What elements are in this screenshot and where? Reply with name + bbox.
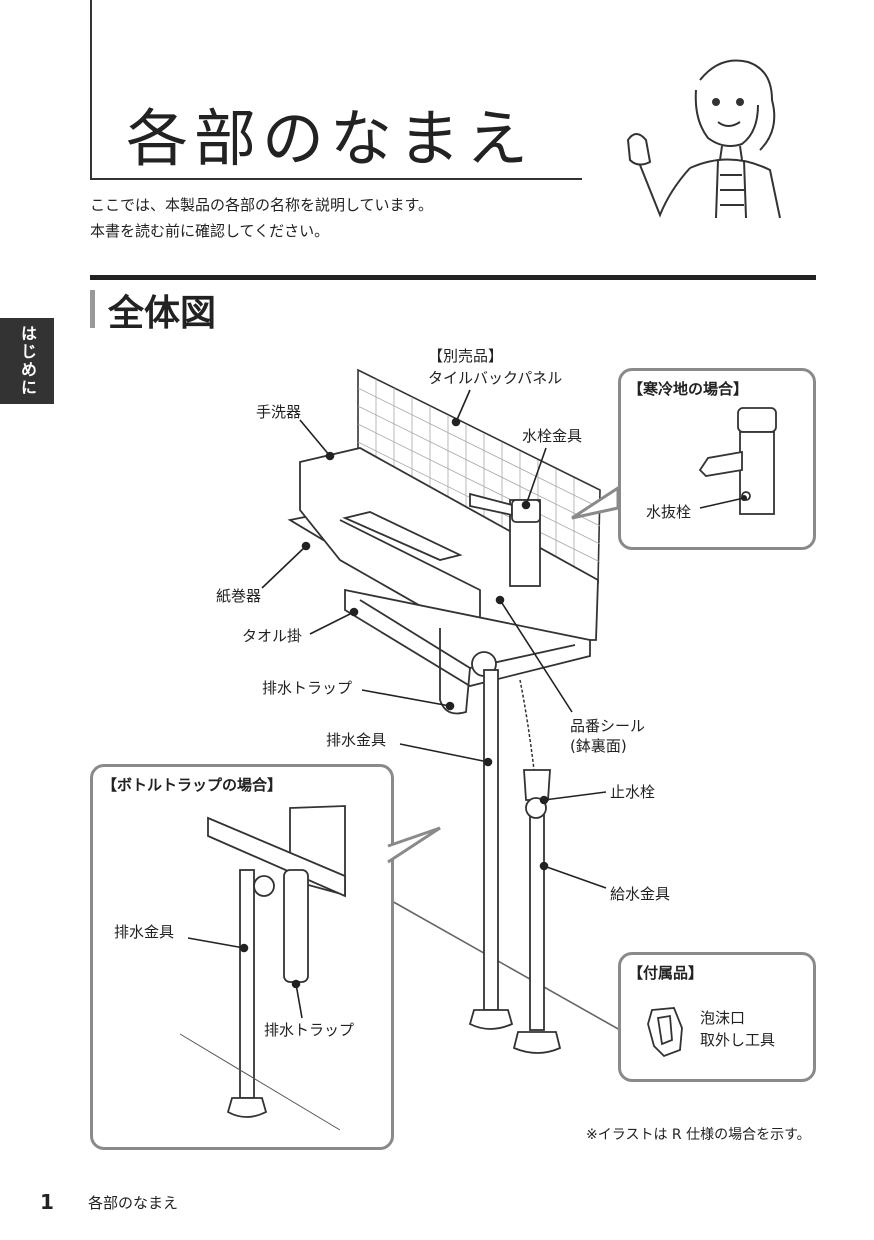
callout-bottle-trap [90, 764, 394, 1150]
section-mark [90, 290, 95, 328]
label-basin: 手洗器 [256, 403, 302, 421]
label-part-seal-line1: 品番シール [570, 717, 646, 735]
side-tab: はじめに [0, 318, 54, 404]
label-panel-line1: 【別売品】 [428, 347, 504, 365]
label-part-seal-line2: (鉢裏面) [570, 737, 627, 755]
intro-line-1: ここでは、本製品の各部の名称を説明しています。 [90, 196, 434, 214]
section-title: 全体図 [108, 293, 217, 334]
intro-text: ここでは、本製品の各部の名称を説明しています。 本書を読む前に確認してください。 [90, 192, 433, 244]
label-accessory-line1: 泡沫口 [700, 1009, 746, 1027]
label-bottle-drain-fitting: 排水金具 [114, 923, 175, 941]
page-title: 各部のなまえ [126, 102, 535, 175]
label-paper-holder: 紙巻器 [216, 587, 262, 605]
section-rule [90, 275, 816, 280]
illustration-note: ※イラストは R 仕様の場合を示す。 [586, 1127, 811, 1143]
intro-line-2: 本書を読む前に確認してください。 [90, 222, 330, 240]
label-stop-valve: 止水栓 [610, 783, 656, 801]
callout-bottle-title: 【ボトルトラップの場合】 [102, 776, 283, 794]
label-accessory-line2: 取外し工具 [700, 1031, 776, 1049]
label-towel-bar: タオル掛 [242, 627, 303, 645]
callout-cold-region [618, 368, 816, 550]
label-drain-fitting: 排水金具 [326, 731, 387, 749]
callout-accessory-title: 【付属品】 [628, 964, 704, 982]
label-supply-fitting: 給水金具 [610, 885, 671, 903]
label-drain-plug: 水抜栓 [646, 503, 692, 521]
page-number: 1 [40, 1190, 54, 1214]
label-panel-line2: タイルバックパネル [428, 369, 563, 387]
label-faucet: 水栓金具 [522, 427, 583, 445]
label-bottle-drain-trap: 排水トラップ [264, 1021, 355, 1039]
callout-cold-title: 【寒冷地の場合】 [628, 380, 749, 398]
label-drain-trap: 排水トラップ [262, 679, 353, 697]
footer-label: 各部のなまえ [88, 1194, 179, 1212]
title-frame [90, 0, 582, 180]
